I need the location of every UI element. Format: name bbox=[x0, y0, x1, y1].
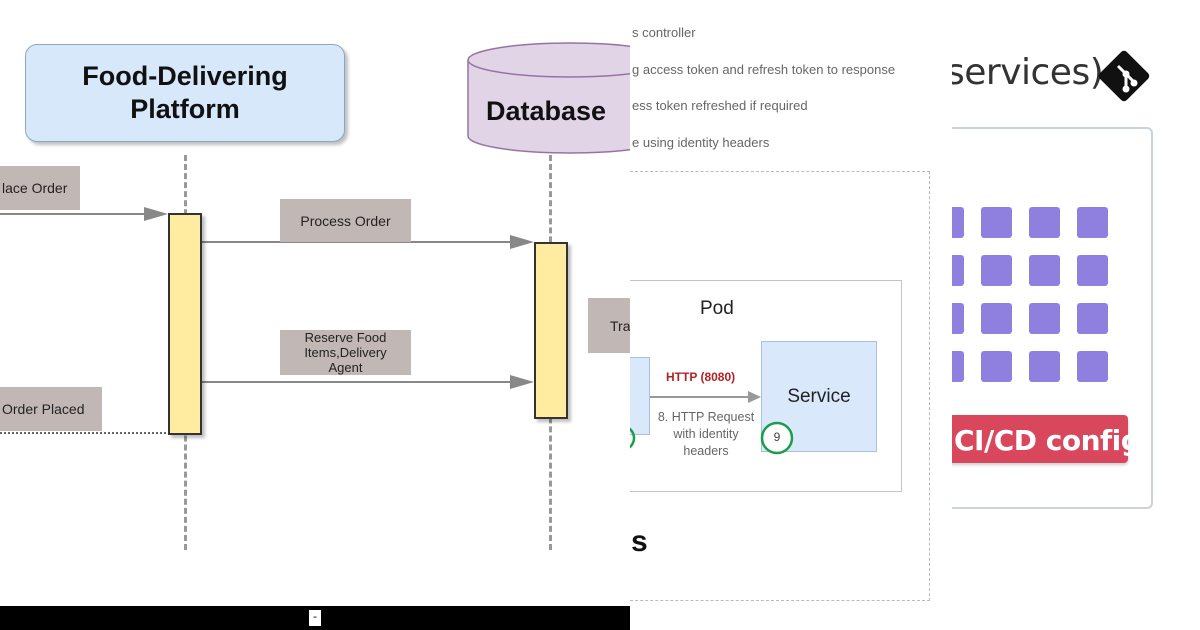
step-text-1: s controller bbox=[632, 25, 696, 40]
http-request-label: 8. HTTP Request with identity headers bbox=[650, 409, 762, 460]
tile bbox=[1029, 255, 1060, 286]
service-label: Service bbox=[787, 386, 851, 407]
git-logo-icon bbox=[1098, 50, 1150, 102]
tile bbox=[981, 207, 1012, 238]
message-label-process-order: Process Order bbox=[280, 199, 411, 242]
tile bbox=[981, 255, 1012, 286]
tile bbox=[1029, 303, 1060, 334]
participant-platform: Food-Delivering Platform bbox=[25, 44, 345, 142]
http-request-line-2: with identity bbox=[673, 427, 739, 441]
participant-platform-line-1: Food-Delivering bbox=[82, 61, 288, 91]
tile bbox=[1077, 255, 1108, 286]
namespace-boundary bbox=[630, 171, 930, 601]
cicd-config-button-label: CI/CD config bbox=[954, 424, 1141, 457]
service-step-badge-number: 9 bbox=[773, 430, 781, 444]
message-label-reserve-line-1: Reserve Food bbox=[304, 330, 387, 345]
message-label-reserve-line-2: Items,Delivery bbox=[304, 345, 387, 360]
arrowhead-reserve bbox=[510, 375, 534, 389]
participant-database-label: Database bbox=[486, 96, 607, 126]
sequence-diagram-panel: Food-Delivering Platform Database lace O… bbox=[0, 42, 630, 630]
cicd-panel: services) CI/CD config bbox=[952, 0, 1200, 630]
tile bbox=[952, 207, 964, 238]
tile bbox=[952, 303, 964, 334]
message-label-reserve-line-3: Agent bbox=[328, 360, 363, 375]
sidecar-step-badge bbox=[630, 427, 636, 449]
step-text-4: e using identity headers bbox=[632, 135, 770, 150]
service-step-badge-circle bbox=[760, 421, 794, 455]
tile bbox=[1029, 351, 1060, 382]
step-text-3: ess token refreshed if required bbox=[632, 98, 808, 113]
cicd-config-button[interactable]: CI/CD config bbox=[952, 415, 1141, 463]
footer-glyph: -- bbox=[309, 610, 321, 630]
tile bbox=[981, 351, 1012, 382]
tile bbox=[1029, 207, 1060, 238]
tile bbox=[1077, 303, 1108, 334]
tile bbox=[1077, 207, 1108, 238]
http-arrow bbox=[650, 391, 761, 403]
message-label-place-order: lace Order bbox=[0, 166, 80, 210]
tile bbox=[1077, 351, 1108, 382]
footer-strip: -- bbox=[0, 606, 630, 630]
message-label-process-order-text: Process Order bbox=[300, 212, 391, 229]
pod-flow-panel: s controller g access token and refresh … bbox=[630, 0, 952, 630]
http-port-label: HTTP (8080) bbox=[666, 370, 736, 384]
pod-label: Pod bbox=[700, 298, 734, 319]
arrowhead-place-order bbox=[144, 207, 168, 221]
message-arrows bbox=[0, 207, 534, 434]
activation-platform bbox=[168, 213, 202, 435]
step-text-2: g access token and refresh token to resp… bbox=[632, 62, 896, 77]
bottom-heading-fragment: s bbox=[631, 525, 648, 558]
participant-platform-line-2: Platform bbox=[130, 94, 240, 124]
http-request-line-1: 8. HTTP Request bbox=[657, 410, 755, 424]
sidecar-box bbox=[630, 357, 650, 435]
message-label-reserve: Reserve Food Items,Delivery Agent bbox=[280, 330, 411, 375]
message-label-partial: Tra bbox=[588, 298, 630, 353]
message-label-order-placed: Order Placed bbox=[0, 387, 102, 431]
arrowhead-process-order bbox=[510, 235, 534, 249]
http-request-line-3: headers bbox=[683, 444, 729, 458]
tile bbox=[952, 255, 964, 286]
cicd-title: services) bbox=[952, 52, 1104, 93]
tile bbox=[981, 303, 1012, 334]
activation-database bbox=[534, 242, 568, 419]
tile bbox=[952, 351, 964, 382]
participant-database-cylinder bbox=[467, 42, 630, 154]
